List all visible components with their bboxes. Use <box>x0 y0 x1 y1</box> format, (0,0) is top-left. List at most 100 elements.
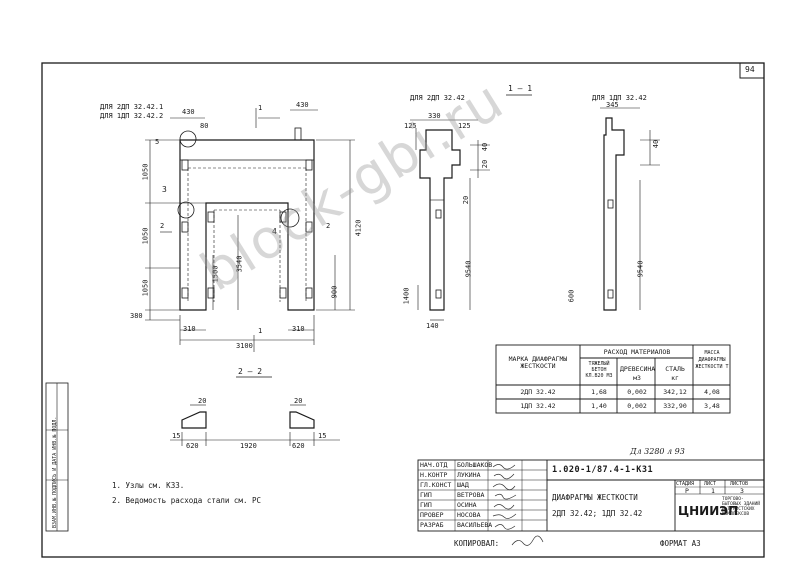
dim-430-left: 430 <box>182 108 195 116</box>
dim-20-mid: 20 <box>481 159 490 169</box>
table-header-materials: РАСХОД МАТЕРИАЛОВ <box>603 348 671 356</box>
dim-s620-left: 620 <box>186 442 199 450</box>
footer-copied-by: КОПИРОВАЛ: <box>454 539 500 548</box>
sheet-value: 1 <box>711 487 715 495</box>
mark-1-bottom: 1 <box>258 327 263 335</box>
table-row-1-mass: 4,08 <box>704 388 720 396</box>
signer-role-4: ГИП <box>420 491 432 499</box>
table-row-1-mark: 2ДП 32.42 <box>520 388 556 396</box>
dim-s15-right: 15 <box>318 432 327 440</box>
stage-value: Р <box>685 487 689 495</box>
dim-330: 330 <box>428 112 441 120</box>
drawing-title: ДИАФРАГМЫ ЖЕСТКОСТИ <box>552 493 638 502</box>
signer-role-5: ГИП <box>420 501 432 509</box>
dim-1050-top: 1050 <box>141 163 150 181</box>
table-row-1-steel: 342,12 <box>663 388 687 396</box>
dim-s20-left: 20 <box>198 397 207 405</box>
section-2-2 <box>170 376 340 446</box>
footer-format: ФОРМАТ А3 <box>660 539 701 548</box>
dim-40-right: 40 <box>652 139 661 149</box>
sheet-number: 94 <box>745 65 755 74</box>
mark-1-top: 1 <box>258 104 263 112</box>
table-header-mark: МАРКА ДИАФРАГМЫ ЖЕСТКОСТИ <box>508 355 568 370</box>
copied-signature <box>511 535 544 546</box>
mark-2-right: 2 <box>326 222 331 230</box>
dim-345: 345 <box>606 101 619 109</box>
dim-9540-right: 9540 <box>636 260 645 278</box>
handwritten-note: Дл 3280 л 93 <box>630 447 685 456</box>
front-view-dimensions <box>145 108 355 352</box>
label-2dp-1: ДЛЯ 2ДП 32.42.1 <box>100 103 164 111</box>
dim-430-right: 430 <box>296 101 309 109</box>
table-row-1-timber: 0,002 <box>627 388 647 396</box>
table-row-1-concrete: 1,68 <box>591 388 607 396</box>
dim-20-mid-b: 20 <box>462 195 471 205</box>
table-row-2-mass: 3,48 <box>704 402 720 410</box>
label-1dp-section: ДЛЯ 1ДП 32.42 <box>592 94 647 102</box>
org-logo-text: ЦНИИЭП <box>678 504 739 518</box>
mark-2-left: 2 <box>160 222 165 230</box>
table-row-2-mark: 1ДП 32.42 <box>520 402 556 410</box>
note-1: 1. Узлы см. К33. <box>112 481 185 490</box>
dim-1400: 1400 <box>402 287 411 305</box>
dim-3100: 3100 <box>236 342 253 350</box>
signer-role-1: НАЧ.ОТД <box>420 461 448 469</box>
dim-s15-left: 15 <box>172 432 181 440</box>
table-row-2-steel: 332,90 <box>663 402 687 410</box>
org-subtitle: ТОРГОВО-БЫТОВЫХ ЗДАНИЙ И ТУРИСТСКИХ КОМП… <box>722 497 760 517</box>
dim-125-left: 125 <box>404 122 417 130</box>
dim-80: 80 <box>200 122 209 130</box>
signer-name-6: НОСОВА <box>457 511 481 519</box>
dim-380: 380 <box>130 312 143 320</box>
signer-name-1: БОЛЬШАКОВ <box>457 461 493 469</box>
mark-4: 4 <box>272 227 277 236</box>
signer-name-5: ОСИНА <box>457 501 477 509</box>
sheets-header: ЛИСТОВ <box>730 481 749 487</box>
signatures-scribbles <box>492 464 517 530</box>
dim-1050-bot: 1050 <box>141 279 150 297</box>
section-1-1 <box>410 94 532 321</box>
section-2-2-title: 2 — 2 <box>238 367 263 376</box>
label-2dp-section: ДЛЯ 2ДП 32.42 <box>410 94 465 102</box>
mark-3: 3 <box>162 185 167 194</box>
mark-5: 5 <box>155 138 160 146</box>
dim-900: 900 <box>330 285 339 299</box>
label-1dp-2: ДЛЯ 1ДП 32.42.2 <box>100 112 164 120</box>
dim-125-right: 125 <box>458 122 471 130</box>
signer-role-2: Н.КОНТР <box>420 471 448 479</box>
dim-140: 140 <box>426 322 439 330</box>
dim-1050-mid: 1050 <box>141 227 150 245</box>
dim-310-right: 310 <box>292 325 305 333</box>
section-1-1-title: 1 — 1 <box>508 84 533 93</box>
table-header-timber: ДРЕВЕСИНА <box>620 365 656 373</box>
table-row-2-timber: 0,002 <box>627 402 647 410</box>
materials-table-grid <box>495 344 731 414</box>
title-block-grid <box>417 459 765 532</box>
signer-name-4: ВЕТРОВА <box>457 491 485 499</box>
table-header-steel-unit: кг <box>671 374 679 382</box>
dim-310-left: 310 <box>183 325 196 333</box>
dim-600: 600 <box>567 289 576 303</box>
dim-s20-right: 20 <box>294 397 303 405</box>
dim-4120: 4120 <box>354 219 363 237</box>
note-2: 2. Ведомость расхода стали см. РС <box>112 496 262 505</box>
sheet-number-box <box>739 62 765 79</box>
table-header-timber-unit: м3 <box>633 374 641 382</box>
signer-name-7: ВАСИЛЬЕВА <box>457 521 493 529</box>
sheet-header: ЛИСТ <box>704 481 717 487</box>
dim-40-mid: 40 <box>481 142 490 152</box>
table-row-2-concrete: 1,40 <box>591 402 607 410</box>
signer-role-6: ПРОВЕР <box>420 511 444 519</box>
signer-role-7: РАЗРАБ <box>420 521 444 529</box>
dim-s1920: 1920 <box>240 442 257 450</box>
signer-name-2: ЛУКИНА <box>457 471 481 479</box>
table-header-mass: МАССА ДИАФРАГМЫ ЖЕСТКОСТИ Т <box>695 350 729 370</box>
dim-9540-mid: 9540 <box>464 260 473 278</box>
drawing-subtitle: 2ДП 32.42; 1ДП 32.42 <box>552 509 643 518</box>
table-header-concrete: ТЯЖЕЛЫЙ БЕТОН КЛ.В20 М3 <box>585 361 613 379</box>
dim-s620-right: 620 <box>292 442 305 450</box>
sheets-value: 3 <box>740 487 744 495</box>
drawing-code: 1.020-1/87.4-1-К31 <box>552 465 654 475</box>
side-stamp-text: ВЗАМ.ИНВ.№ ПОДПИСЬ И ДАТА ИНВ.№ ПОДЛ. <box>52 416 58 528</box>
